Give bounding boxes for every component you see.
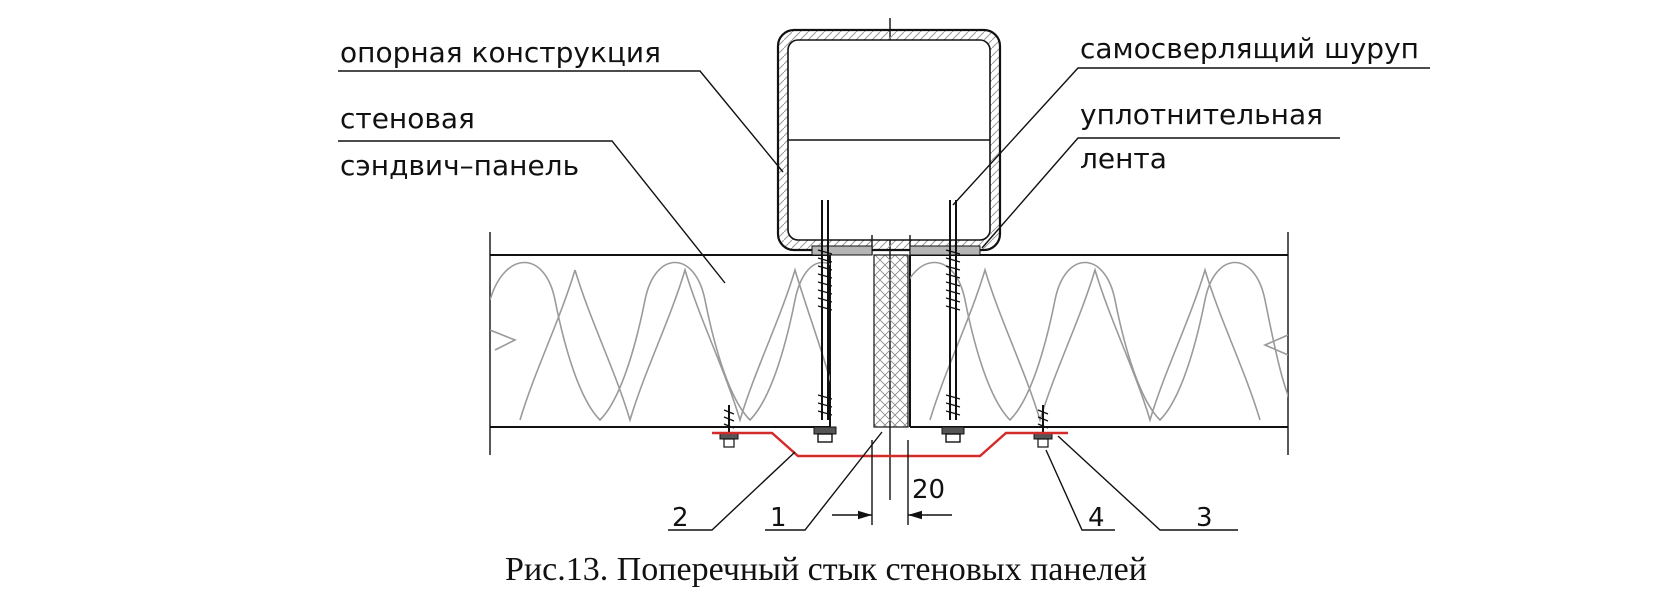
leader-callout-1 [765, 431, 883, 531]
callout-4: 4 [1088, 503, 1105, 533]
leader-callout-4 [1045, 449, 1115, 531]
leader-sealing-tape [981, 137, 1340, 249]
leader-callout-3 [1057, 435, 1238, 531]
dimension-20 [832, 440, 952, 525]
label-sandwich-panel-line2: сэндвич–панель [340, 149, 579, 182]
right-insulation-pattern [910, 261, 1288, 423]
label-support-structure: опорная конструкция [340, 36, 661, 69]
rivet-right [1033, 405, 1053, 448]
callout-2: 2 [672, 503, 689, 533]
leader-sandwich-panel [338, 140, 726, 284]
left-sandwich-panel [489, 232, 831, 455]
figure-caption: Рис.13. Поперечный стык стеновых панелей [505, 551, 1147, 588]
dimension-label: 20 [912, 475, 945, 505]
leader-screw [952, 67, 1430, 206]
sealing-tape-left [811, 245, 873, 256]
right-sandwich-panel [909, 232, 1289, 455]
leader-support-structure [338, 70, 784, 173]
sealing-tape-right [909, 245, 981, 256]
leader-callout-2 [668, 451, 796, 531]
callout-1: 1 [770, 503, 787, 533]
joint-filler [873, 254, 909, 428]
support-structure [776, 28, 1002, 252]
label-sandwich-panel-line1: стеновая [340, 102, 475, 135]
self-drilling-screw-right [941, 200, 965, 443]
label-sealing-tape-line1: уплотнительная [1080, 98, 1323, 131]
label-self-drilling-screw: самосверлящий шуруп [1080, 32, 1419, 65]
callout-3: 3 [1196, 503, 1213, 533]
self-drilling-screw-left [813, 200, 837, 443]
left-insulation-pattern [490, 261, 830, 423]
label-sealing-tape-line2: лента [1080, 142, 1167, 175]
flashing-strip [712, 431, 1068, 458]
